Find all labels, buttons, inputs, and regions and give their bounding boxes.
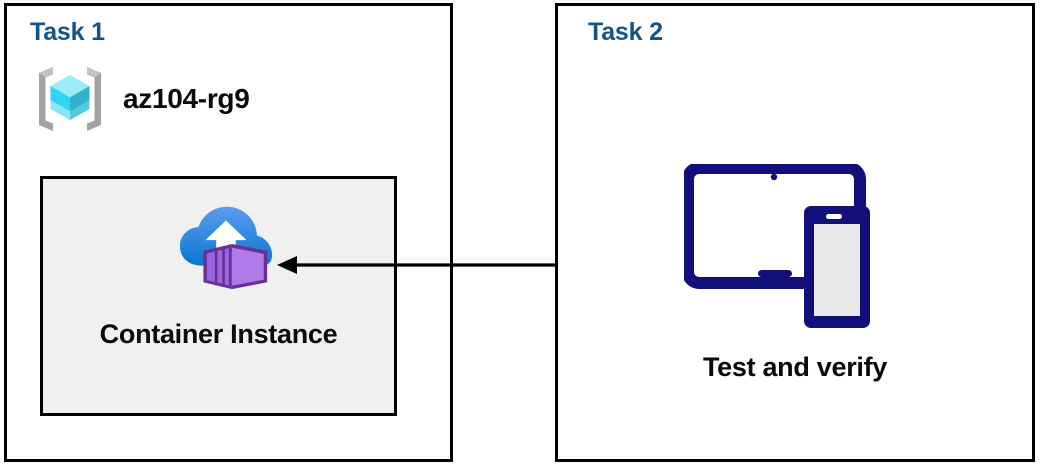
test-and-verify-label: Test and verify [702, 352, 888, 382]
resource-group-cube-icon [39, 67, 101, 131]
tablet-and-phone-devices-icon [684, 164, 870, 328]
resource-group-row: az104-rg9 [33, 62, 250, 136]
container-instance-box: Container Instance [40, 176, 397, 416]
resource-group-label: az104-rg9 [123, 83, 250, 114]
task-2-heading: Task 2 [588, 18, 663, 46]
task-1-heading: Task 1 [30, 18, 105, 46]
container-instance-icon [179, 206, 273, 290]
task-2-panel [555, 3, 1035, 462]
container-instance-label: Container Instance [99, 319, 338, 349]
